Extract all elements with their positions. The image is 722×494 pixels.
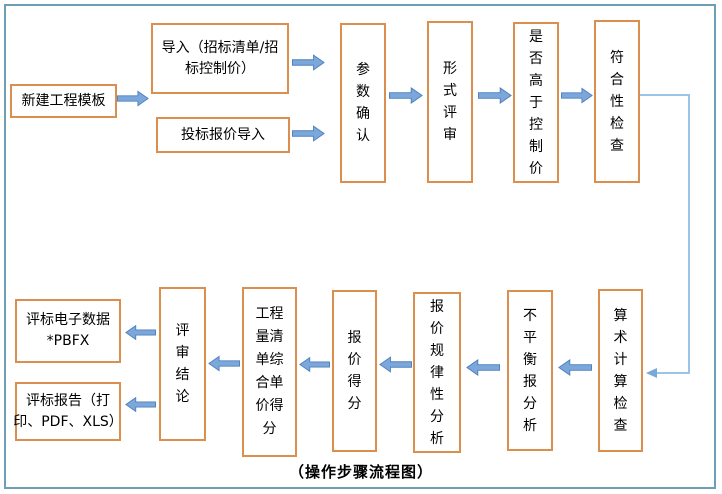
connector-arrowhead-left-icon — [646, 368, 657, 378]
node-label: 评审结论 — [175, 323, 190, 405]
node-eval-report: 评标报告（打 印、PDF、XLS） — [13, 382, 123, 441]
flow-arrow-left-icon — [558, 359, 592, 376]
flow-arrow-right-icon — [561, 87, 593, 104]
connector-line-bottom — [657, 372, 690, 374]
node-label: 算术计算检查 — [613, 307, 628, 434]
flow-arrow-left-icon — [379, 356, 412, 373]
node-label: 报价规律性分析 — [430, 298, 444, 447]
node-boq-score: 工程量清单综合单价得分 — [242, 287, 297, 457]
flow-arrow-left-icon — [208, 355, 240, 372]
flow-arrow-right-icon — [478, 87, 512, 104]
node-bid-import: 投标报价导入 — [156, 117, 290, 153]
flow-arrow-left-icon — [299, 356, 330, 373]
node-param-confirm: 参数确认 — [340, 23, 386, 183]
diagram-caption: （操作步骤流程图） — [288, 463, 433, 481]
flow-arrow-left-icon — [125, 396, 156, 413]
node-form-review: 形式评审 — [427, 21, 473, 183]
node-unbalanced-analysis: 不平衡报分析 — [507, 290, 553, 451]
node-pattern-analysis: 报价规律性分析 — [413, 292, 461, 453]
node-label-line2: 印、PDF、XLS） — [13, 413, 123, 430]
node-review-conclusion: 评审结论 — [159, 287, 206, 441]
node-arithmetic-check: 算术计算检查 — [598, 289, 643, 452]
node-label: 报价得分 — [347, 330, 362, 412]
connector-line-vertical — [688, 94, 690, 374]
flow-arrow-right-icon — [389, 87, 423, 104]
node-label-line1: 评标报告（打 — [26, 392, 110, 409]
node-label-line1: 导入（招标清单/招 — [161, 39, 279, 56]
flow-arrow-left-icon — [125, 324, 156, 341]
node-eval-data: 评标电子数据 *PBFX — [15, 299, 121, 363]
node-label: 参数确认 — [356, 62, 370, 144]
flow-arrow-left-icon — [466, 359, 500, 376]
node-new-template: 新建工程模板 — [10, 84, 117, 118]
flow-arrow-right-icon — [292, 54, 325, 71]
page-border — [4, 4, 716, 489]
node-label: 符合性检查 — [610, 49, 624, 154]
node-bid-score: 报价得分 — [332, 290, 377, 452]
node-label: 形式评审 — [443, 61, 457, 143]
node-label: 工程量清单综合单价得分 — [255, 306, 284, 437]
node-label-line1: 评标电子数据 — [26, 312, 110, 328]
node-import-list: 导入（招标清单/招 标控制价） — [151, 23, 289, 94]
node-label: 是否高于控制价 — [529, 28, 543, 177]
node-label: 新建工程模板 — [21, 92, 106, 109]
flow-arrow-right-icon — [292, 125, 325, 142]
node-conformity-check: 符合性检查 — [594, 20, 640, 183]
connector-line-top — [640, 94, 689, 96]
node-label: 不平衡报分析 — [523, 307, 537, 434]
node-label-line2: 标控制价） — [185, 60, 255, 77]
node-label-line2: *PBFX — [46, 333, 90, 349]
flow-arrow-right-icon — [117, 90, 149, 107]
node-above-control: 是否高于控制价 — [513, 22, 559, 183]
node-label: 投标报价导入 — [181, 126, 265, 143]
